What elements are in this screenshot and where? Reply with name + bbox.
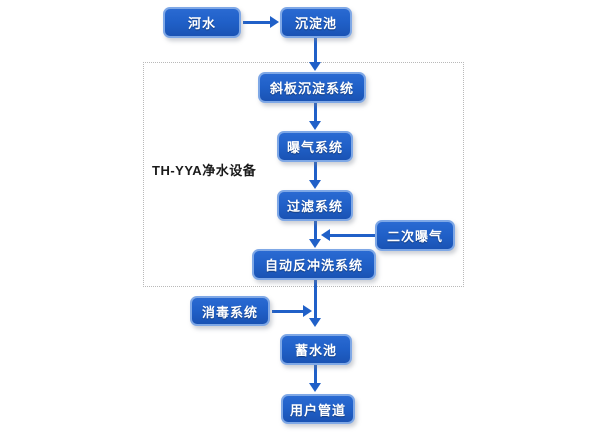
connector-storage-to-pipeline: [314, 365, 317, 385]
arrowhead-disinfection-to-trunk: [303, 305, 312, 317]
node-disinfection-system[interactable]: 消毒系统: [190, 296, 270, 326]
arrowhead-aeration-to-filtration: [309, 180, 321, 189]
connector-sedimentation-to-inclined: [314, 38, 317, 64]
connector-disinfection-to-trunk: [272, 310, 304, 313]
node-inclined-plate-sedimentation-system[interactable]: 斜板沉淀系统: [258, 72, 366, 103]
node-sedimentation-tank[interactable]: 沉淀池: [280, 7, 352, 38]
node-storage-tank[interactable]: 蓄水池: [280, 334, 352, 365]
equipment-boundary: [143, 62, 464, 287]
node-aeration-system[interactable]: 曝气系统: [277, 131, 353, 162]
arrowhead-backwash-to-storage: [309, 318, 321, 327]
node-auto-backwash-system[interactable]: 自动反冲洗系统: [252, 249, 376, 280]
arrowhead-storage-to-pipeline: [309, 383, 321, 392]
connector-inclined-to-aeration: [314, 103, 317, 123]
arrowhead-filtration-to-backwash: [309, 239, 321, 248]
connector-backwash-to-storage: [314, 280, 317, 320]
equipment-boundary-label: TH-YYA净水设备: [152, 163, 257, 178]
connector-aeration-to-filtration: [314, 162, 317, 182]
connector-secondary-aeration-to-trunk: [330, 234, 376, 237]
connector-river-to-sedimentation: [243, 21, 271, 24]
arrowhead-inclined-to-aeration: [309, 121, 321, 130]
arrowhead-river-to-sedimentation: [270, 16, 279, 28]
node-secondary-aeration[interactable]: 二次曝气: [375, 220, 455, 251]
arrowhead-secondary-aeration-to-trunk: [321, 229, 330, 241]
node-river-water[interactable]: 河水: [163, 7, 241, 38]
node-user-pipeline[interactable]: 用户管道: [281, 394, 355, 424]
arrowhead-sedimentation-to-inclined: [309, 62, 321, 71]
connector-filtration-to-backwash: [314, 221, 317, 241]
node-filtration-system[interactable]: 过滤系统: [277, 190, 353, 221]
